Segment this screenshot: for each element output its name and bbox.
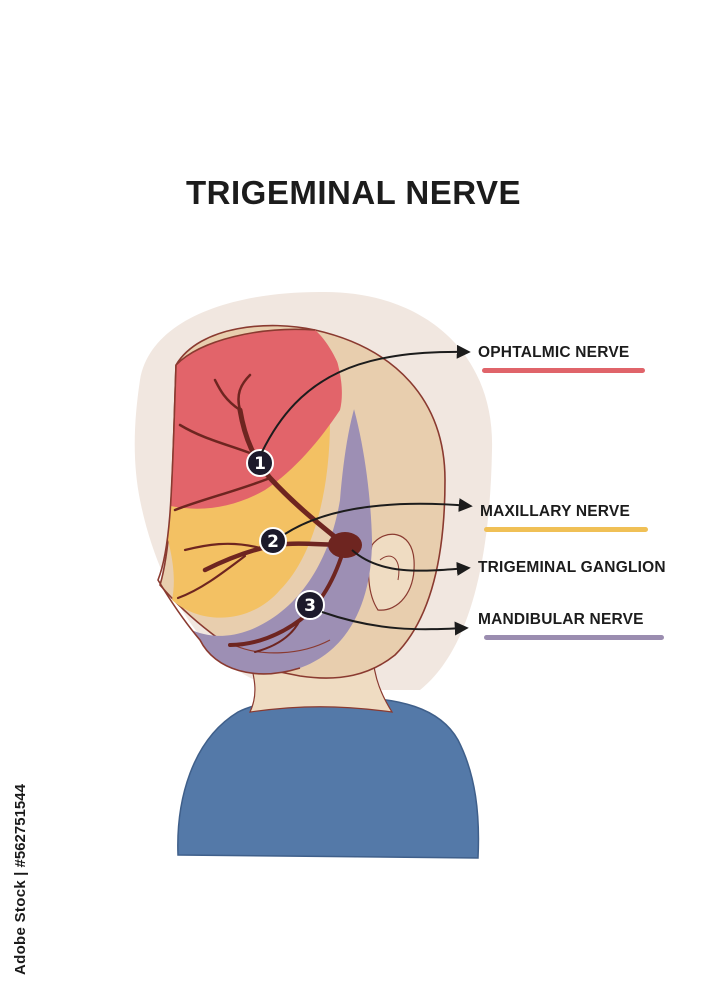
marker-3: 3 xyxy=(295,590,325,620)
label-maxillary-nerve: MAXILLARY NERVE xyxy=(480,503,630,520)
jaw-line xyxy=(235,639,331,654)
label-trigeminal-ganglion: TRIGEMINAL GANGLION xyxy=(478,559,666,576)
svg-text:2: 2 xyxy=(267,532,279,552)
ear-detail xyxy=(379,555,400,581)
nerve-branches xyxy=(173,373,348,653)
ophthalmic-region xyxy=(158,330,342,509)
svg-text:1: 1 xyxy=(254,454,266,474)
leader-arrows xyxy=(261,344,473,636)
label-ophthalmic-nerve: OPHTALMIC NERVE xyxy=(478,344,630,361)
marker-2: 2 xyxy=(259,527,287,555)
mandibular-region xyxy=(158,360,372,674)
shirt xyxy=(177,695,480,859)
underline-ophthalmic xyxy=(482,368,645,373)
face-outline xyxy=(157,328,316,675)
arrow-ganglion xyxy=(351,549,471,576)
label-mandibular-nerve: MANDIBULAR NERVE xyxy=(478,611,644,628)
marker-1: 1 xyxy=(246,449,274,477)
ear xyxy=(368,533,415,611)
stock-brand: Adobe Stock xyxy=(12,880,29,975)
underline-mandibular xyxy=(484,635,664,640)
nerve-regions xyxy=(158,330,372,674)
underline-maxillary xyxy=(484,527,648,532)
stock-separator: | xyxy=(12,867,29,881)
stock-id-number: #562751544 xyxy=(12,784,29,868)
diagram-title: TRIGEMINAL NERVE xyxy=(186,174,521,211)
svg-text:3: 3 xyxy=(304,596,316,616)
arrow-maxillary xyxy=(284,498,473,535)
arrow-mandibular xyxy=(321,611,469,636)
arrow-ophthalmic xyxy=(261,344,471,453)
stock-watermark: Adobe Stock | #562751544 xyxy=(12,784,29,975)
